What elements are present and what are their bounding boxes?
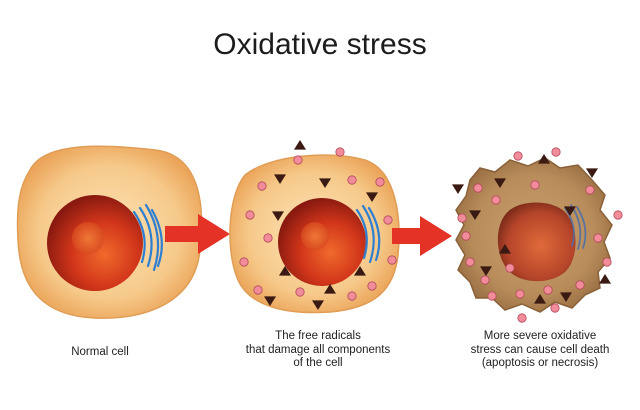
free-radical-dot (517, 313, 527, 323)
caption-line: of the cell (293, 357, 343, 369)
free-radical-dot (375, 177, 385, 187)
free-radical-dot (530, 180, 540, 190)
free-radical-dot (487, 291, 497, 301)
caption-free-radicals: The free radicals that damage all compon… (228, 330, 408, 371)
free-radical-triangle (538, 154, 550, 164)
free-radical-dot (257, 181, 267, 191)
free-radical-dot (295, 287, 305, 297)
progression-arrow-2 (392, 216, 452, 256)
free-radical-dot (551, 147, 561, 157)
free-radical-triangle (354, 266, 366, 276)
free-radical-triangle (494, 178, 506, 188)
free-radical-triangle (480, 266, 492, 276)
caption-line: Normal cell (71, 346, 129, 358)
free-radical-triangle (272, 211, 284, 221)
free-radical-dot (505, 263, 515, 273)
damaged-cell (229, 154, 400, 314)
free-radical-triangle (599, 274, 611, 284)
free-radical-dot (513, 151, 523, 161)
caption-line: that damage all components (245, 343, 391, 356)
free-radical-triangle (366, 192, 378, 202)
caption-normal-cell: Normal cell (40, 346, 160, 360)
free-radical-dot (473, 183, 483, 193)
free-radical-dot (387, 255, 397, 265)
free-radical-dot (461, 231, 471, 241)
free-radical-dot (293, 155, 303, 165)
free-radical-triangle (279, 266, 291, 276)
free-radical-dot (575, 280, 585, 290)
free-radicals (239, 140, 623, 323)
damaged-cell-golgi (355, 204, 381, 264)
caption-line: stress can cause cell death (470, 343, 610, 356)
free-radical-dot (543, 285, 553, 295)
diagram-title: Oxidative stress (213, 28, 427, 61)
free-radical-triangle (499, 244, 511, 254)
free-radical-dot (367, 281, 377, 291)
free-radical-triangle (319, 178, 331, 188)
free-radical-dot (491, 195, 501, 205)
free-radical-triangle (264, 296, 276, 306)
free-radical-triangle (560, 292, 572, 302)
free-radical-dot (253, 285, 263, 295)
free-radical-dot (383, 215, 393, 225)
free-radical-dot (457, 213, 467, 223)
caption-line: More severe oxidative (483, 330, 597, 342)
free-radical-dot (263, 233, 273, 243)
free-radical-dot (480, 275, 490, 285)
free-radical-triangle (469, 210, 481, 220)
caption-line: The free radicals (275, 330, 361, 342)
free-radical-dot (602, 257, 612, 267)
normal-cell-nucleolus (72, 222, 104, 254)
free-radical-triangle (324, 284, 336, 294)
free-radical-triangle (534, 294, 546, 304)
progression-arrow-1 (165, 214, 230, 254)
dying-cell-nucleus (497, 202, 576, 282)
free-radical-dot (347, 175, 357, 185)
free-radical-dot (335, 147, 345, 157)
free-radical-dot (465, 257, 475, 267)
normal-cell-golgi (132, 203, 163, 272)
free-radical-dot (593, 233, 603, 243)
damaged-cell-nucleolus (301, 222, 329, 250)
free-radical-triangle (294, 140, 306, 150)
free-radical-triangle (274, 174, 286, 184)
free-radical-dot (245, 210, 255, 220)
free-radical-dot (585, 185, 595, 195)
free-radical-dot (347, 291, 357, 301)
free-radical-dot (515, 289, 525, 299)
free-radical-dot (550, 303, 560, 313)
caption-line: (apoptosis or necrosis) (481, 357, 599, 369)
normal-cell (16, 145, 203, 319)
free-radical-triangle (586, 168, 598, 178)
free-radical-dot (613, 210, 623, 220)
caption-cell-death: More severe oxidative stress can cause c… (450, 330, 630, 371)
free-radical-triangle (564, 206, 576, 216)
free-radical-triangle (312, 300, 324, 310)
free-radical-dot (239, 257, 249, 267)
free-radical-triangle (452, 184, 464, 194)
